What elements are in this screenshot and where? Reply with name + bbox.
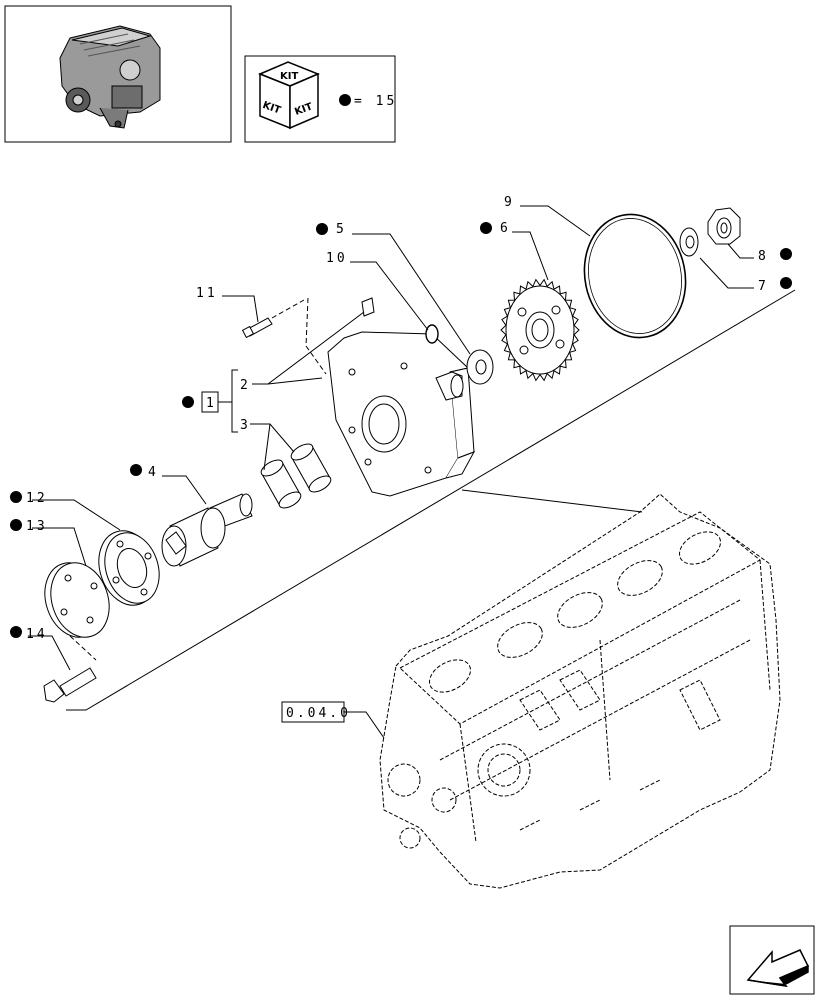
callout-1[interactable]: 1: [206, 396, 217, 411]
callout-leaders: [28, 205, 754, 671]
callout-3[interactable]: 3: [240, 418, 251, 433]
engine-block-reference: [379, 493, 781, 889]
part-14-bolt: [43, 667, 97, 703]
bullet-6-icon: [480, 222, 492, 234]
engine-thumbnail-icon: [59, 25, 161, 129]
callout-7[interactable]: 7: [758, 279, 769, 294]
part-8-nut: [707, 207, 741, 245]
callout-numbers: 1 2 3 4 5 6 7 8 9 10 11 12 13 14: [26, 195, 769, 642]
callout-13[interactable]: 13: [26, 519, 48, 534]
callout-11[interactable]: 11: [196, 286, 218, 301]
part-12-gasket: [98, 530, 160, 606]
part-2-pump-housing: [327, 297, 476, 497]
kit-count-label: = 15: [354, 94, 397, 109]
callout-6[interactable]: 6: [500, 221, 511, 236]
callout-12[interactable]: 12: [26, 491, 48, 506]
navigation-arrow-icon: [746, 949, 810, 988]
bullet-8-icon: [780, 248, 792, 260]
kit-face-top-label: KIT: [280, 71, 298, 82]
callout-9[interactable]: 9: [504, 195, 515, 210]
bullet-1-icon: [182, 396, 194, 408]
bullet-14-icon: [10, 626, 22, 638]
bullet-12-icon: [10, 491, 22, 503]
part-4-shaft: [161, 493, 253, 567]
kit-box-icon: [258, 61, 320, 130]
bullet-5-icon: [316, 223, 328, 235]
part-13-cover-plate: [44, 562, 110, 661]
navigation-arrow-button[interactable]: [729, 925, 815, 995]
kit-bullet-icon: [339, 94, 351, 106]
section-reference-label: 0.04.0: [286, 706, 351, 721]
kit-bullets: [10, 222, 792, 638]
callout-5[interactable]: 5: [336, 222, 347, 237]
bullet-7-icon: [780, 277, 792, 289]
part-7-washer: [679, 227, 699, 257]
callout-1-box: [201, 391, 219, 413]
part-6-gear: [500, 278, 580, 382]
callout-8[interactable]: 8: [758, 249, 769, 264]
callout-4[interactable]: 4: [148, 465, 159, 480]
engine-thumbnail-panel: [4, 5, 232, 143]
callout-14[interactable]: 14: [26, 627, 48, 642]
kit-legend: KIT KIT KIT = 15: [244, 55, 397, 143]
callout-10[interactable]: 10: [326, 251, 348, 266]
bullet-13-icon: [10, 519, 22, 531]
group-boundary-line: [66, 289, 796, 711]
part-9-large-o-ring: [583, 213, 687, 339]
bullet-4-icon: [130, 464, 142, 476]
part-11-screw: [241, 297, 327, 375]
part-10-o-ring: [425, 324, 439, 344]
callout-2[interactable]: 2: [240, 378, 251, 393]
part-5-washer: [466, 349, 494, 385]
section-reference[interactable]: 0.04.0: [281, 701, 385, 739]
part-3-bushings: [260, 443, 332, 509]
